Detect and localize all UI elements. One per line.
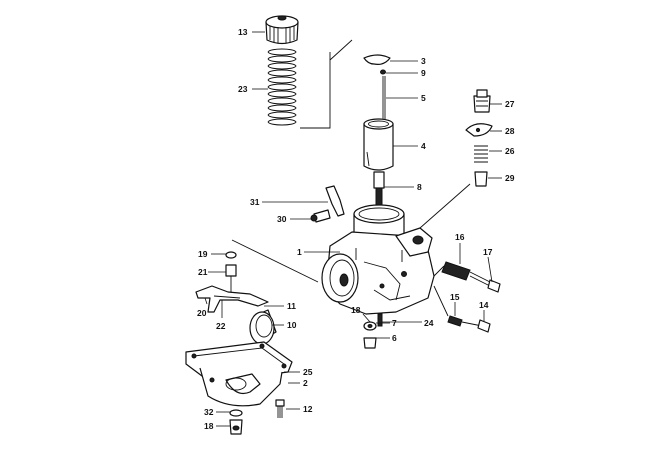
callout-31: 31 (250, 197, 260, 207)
callout-18-upper: 18 (351, 305, 361, 315)
callout-labels: 13 23 3 9 5 4 8 27 28 26 29 31 30 1 16 1… (197, 27, 515, 431)
cable-bracket-part (310, 185, 345, 223)
throttle-slide-part (363, 118, 394, 171)
callout-26: 26 (505, 146, 515, 156)
drain-plug-part (229, 409, 243, 435)
choke-assembly-part (465, 89, 493, 187)
callout-21: 21 (198, 267, 208, 277)
callout-10: 10 (287, 320, 297, 330)
callout-32: 32 (204, 407, 214, 417)
callout-25: 25 (303, 367, 313, 377)
assembly-guide-line (300, 39, 353, 129)
needle-jet-part (373, 171, 385, 207)
callout-24: 24 (424, 318, 434, 328)
slide-cap-part (265, 15, 299, 45)
callout-4: 4 (421, 141, 426, 151)
callout-5: 5 (421, 93, 426, 103)
float-valve-part (195, 251, 269, 313)
callout-7: 7 (392, 318, 397, 328)
callout-18-lower: 18 (204, 421, 214, 431)
main-jet-part (363, 313, 383, 349)
carburetor-body-part (321, 204, 435, 315)
callout-29: 29 (505, 173, 515, 183)
callout-22: 22 (216, 321, 226, 331)
callout-6: 6 (392, 333, 397, 343)
callout-12: 12 (303, 404, 313, 414)
callout-15: 15 (450, 292, 460, 302)
idle-screw-part (447, 315, 491, 333)
needle-retainer-part (363, 54, 391, 120)
callout-28: 28 (505, 126, 515, 136)
pilot-screw-part (441, 261, 501, 293)
callout-20: 20 (197, 308, 207, 318)
callout-1: 1 (297, 247, 302, 257)
float-part (249, 309, 277, 345)
callout-9: 9 (421, 68, 426, 78)
float-bowl-part (185, 341, 293, 407)
assembly-guide-line (433, 265, 449, 317)
callout-leaders (204, 31, 502, 427)
callout-30: 30 (277, 214, 287, 224)
callout-11: 11 (287, 301, 296, 311)
slide-spring-part (267, 48, 297, 126)
callout-13: 13 (238, 27, 248, 37)
callout-23: 23 (238, 84, 248, 94)
callout-27: 27 (505, 99, 515, 109)
callout-17: 17 (483, 247, 493, 257)
callout-2: 2 (303, 378, 308, 388)
assembly-guide-line (419, 183, 471, 229)
bowl-screw-part (275, 399, 285, 418)
callout-14: 14 (479, 300, 489, 310)
assembly-guide-line (231, 239, 319, 283)
callout-19: 19 (198, 249, 208, 259)
callout-16: 16 (455, 232, 465, 242)
callout-3: 3 (421, 56, 426, 66)
callout-8: 8 (417, 182, 422, 192)
